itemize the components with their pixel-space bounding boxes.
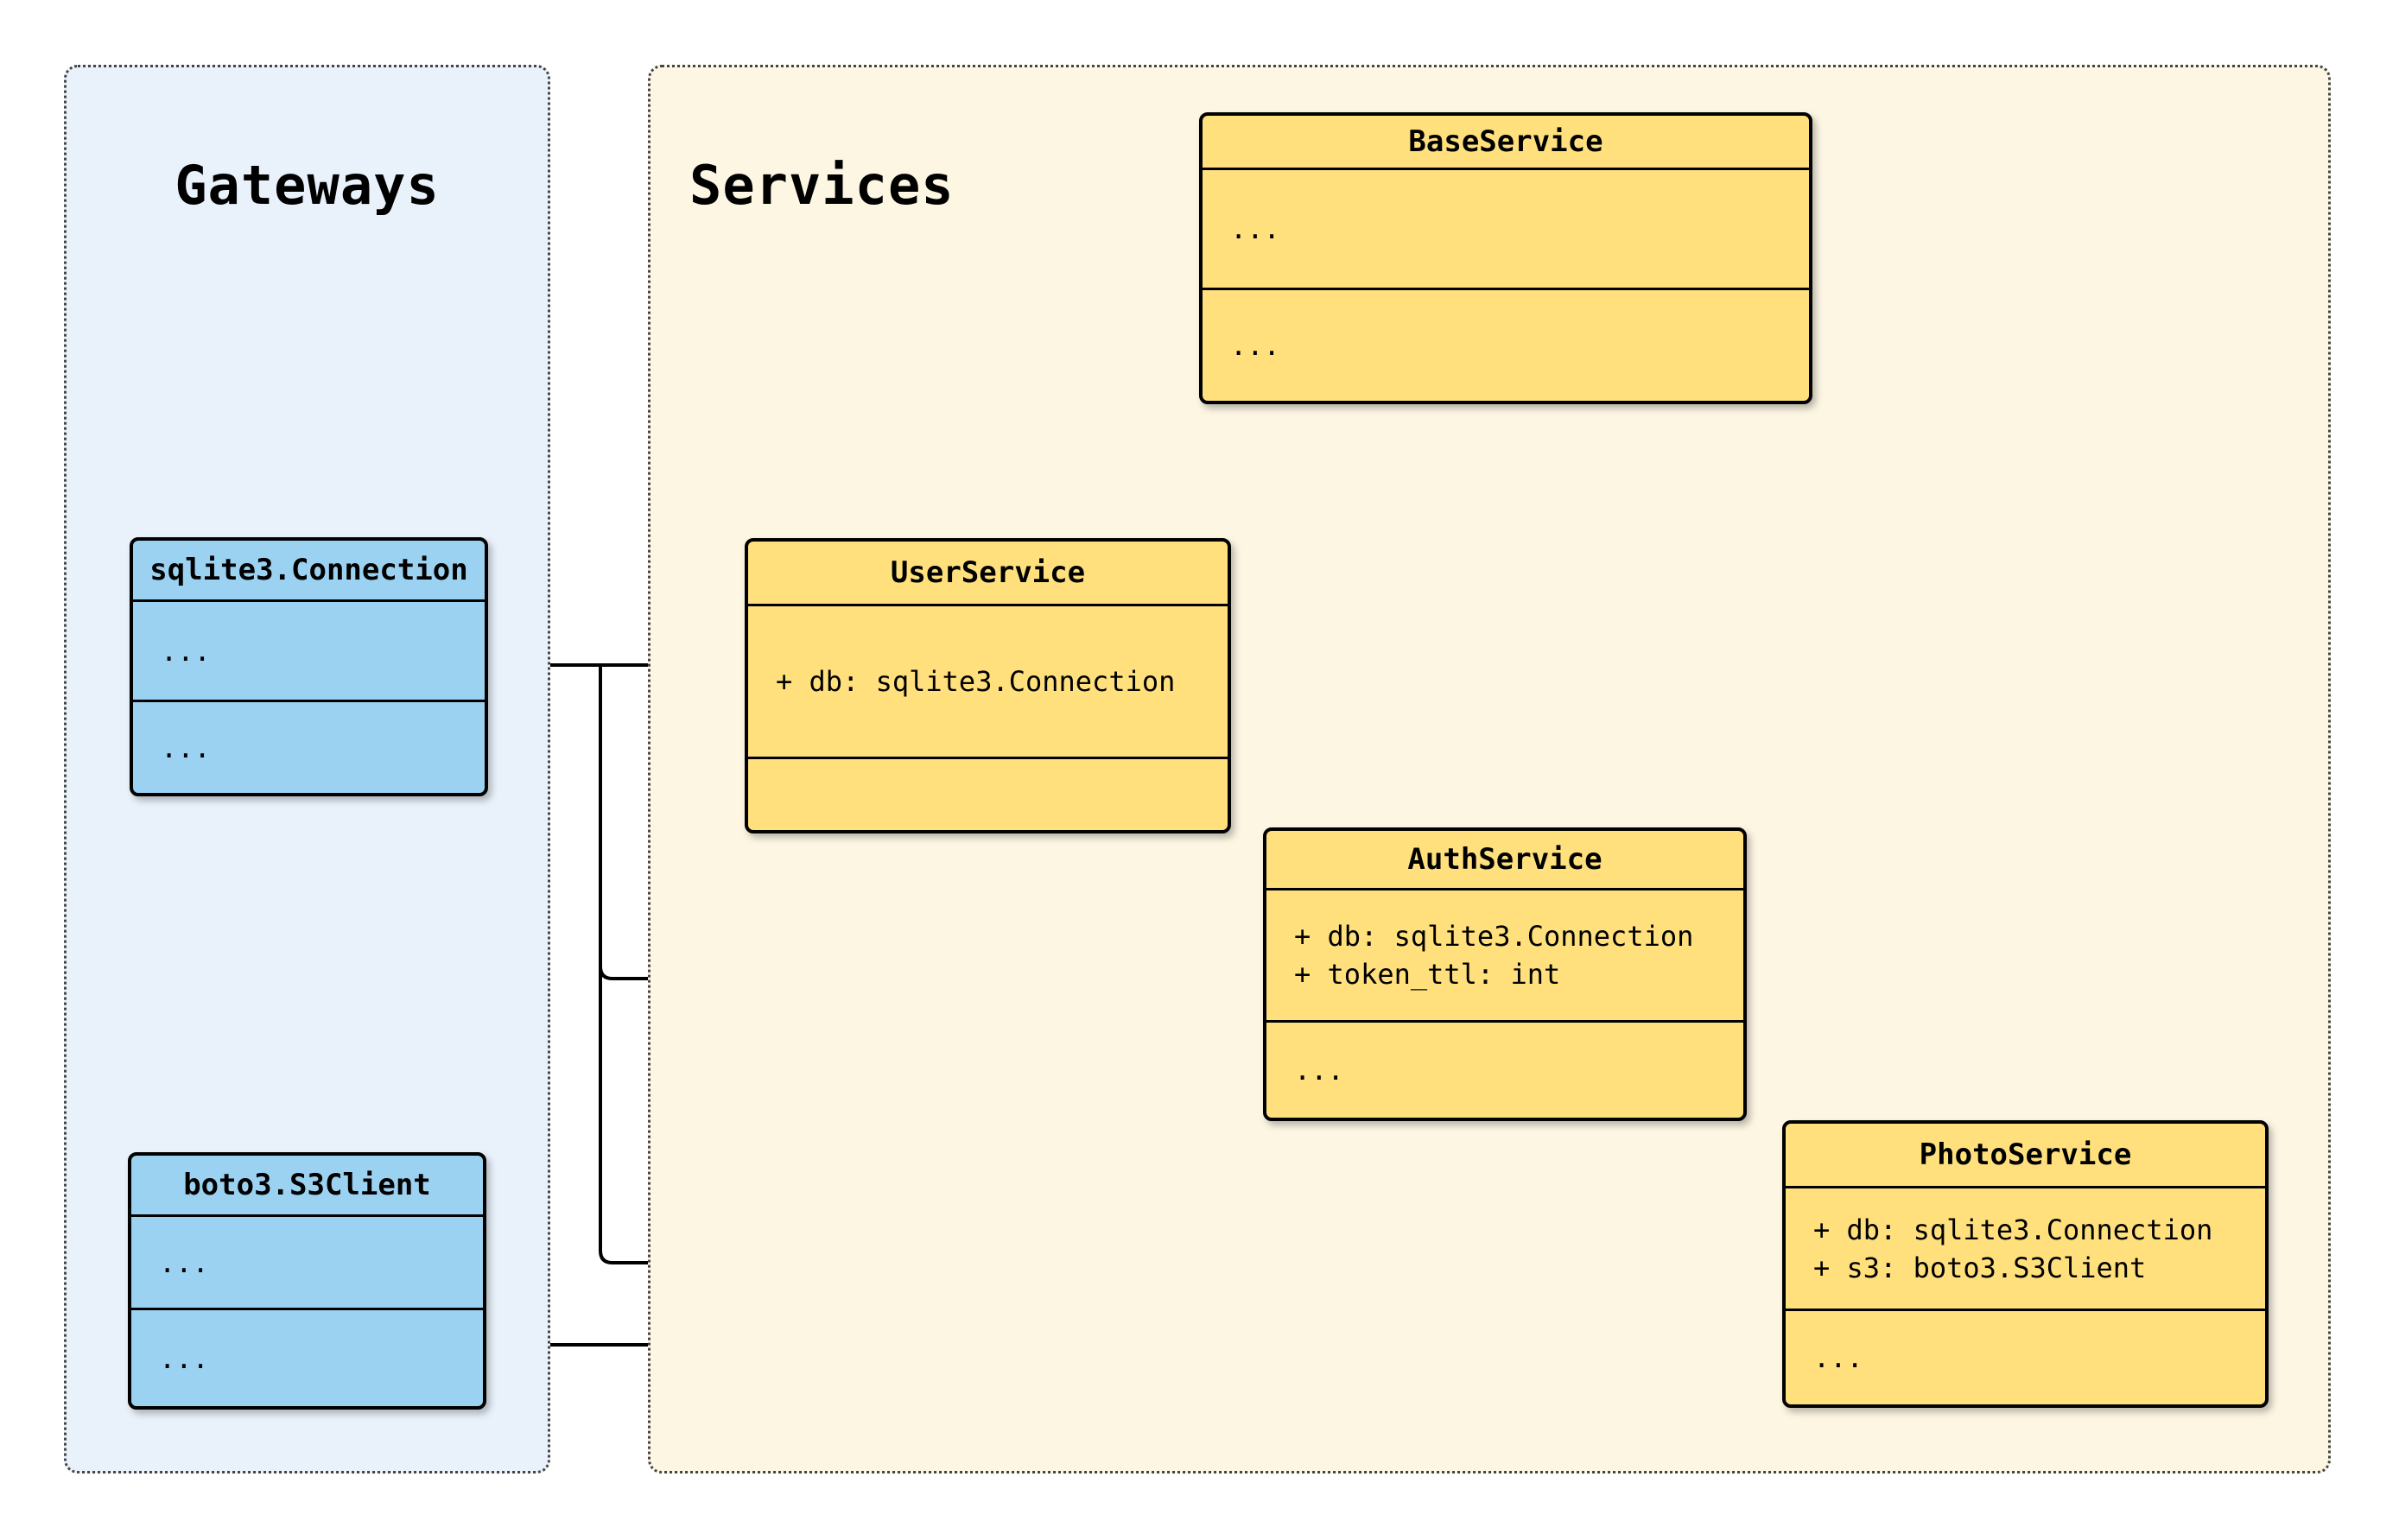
class-title: BaseService	[1408, 124, 1603, 159]
attribute-line: ...	[159, 1245, 209, 1279]
class-title: sqlite3.Connection	[149, 553, 468, 587]
class-attributes: ...	[133, 599, 485, 700]
gateways-title: Gateways	[175, 154, 440, 217]
class-attributes: + db: sqlite3.Connection + s3: boto3.S3C…	[1786, 1186, 2265, 1309]
class-methods: ...	[1203, 288, 1809, 401]
class-sqlite3-connection: sqlite3.Connection ... ...	[130, 537, 488, 796]
method-line: ...	[1294, 1054, 1344, 1087]
class-methods: ...	[1786, 1309, 2265, 1404]
class-attributes: + db: sqlite3.Connection	[748, 604, 1228, 757]
attribute-line: ...	[1230, 212, 1280, 245]
class-methods	[748, 757, 1228, 830]
class-title: PhotoService	[1919, 1138, 2132, 1172]
attribute-line: + db: sqlite3.Connection	[776, 665, 1176, 698]
attribute-line: + token_ttl: int	[1294, 958, 1561, 991]
method-line: ...	[1230, 329, 1280, 362]
class-attributes: + db: sqlite3.Connection + token_ttl: in…	[1266, 888, 1743, 1020]
method-line: ...	[1813, 1341, 1863, 1374]
class-methods: ...	[131, 1308, 483, 1406]
class-baseservice: BaseService ... ...	[1199, 112, 1812, 404]
attribute-line: + s3: boto3.S3Client	[1813, 1251, 2147, 1284]
class-attributes: ...	[1203, 168, 1809, 288]
edge-sqlite-to-photoservice	[599, 665, 1727, 1264]
class-title: boto3.S3Client	[183, 1168, 431, 1202]
class-title: UserService	[890, 555, 1086, 590]
edge-sqlite-to-authservice	[599, 966, 1208, 980]
attribute-line: ...	[161, 634, 211, 668]
attribute-line: + db: sqlite3.Connection	[1294, 920, 1694, 953]
class-userservice: UserService + db: sqlite3.Connection	[745, 538, 1231, 833]
class-methods: ...	[133, 700, 485, 793]
class-boto3-s3client: boto3.S3Client ... ...	[128, 1152, 486, 1410]
class-photoservice: PhotoService + db: sqlite3.Connection + …	[1782, 1120, 2269, 1408]
method-line: ...	[159, 1341, 209, 1375]
services-title: Services	[689, 154, 955, 217]
class-authservice: AuthService + db: sqlite3.Connection + t…	[1263, 827, 1747, 1121]
attribute-line: + db: sqlite3.Connection	[1813, 1213, 2213, 1246]
class-attributes: ...	[131, 1214, 483, 1308]
method-line: ...	[161, 731, 211, 764]
class-methods: ...	[1266, 1020, 1743, 1118]
class-title: AuthService	[1407, 842, 1603, 877]
